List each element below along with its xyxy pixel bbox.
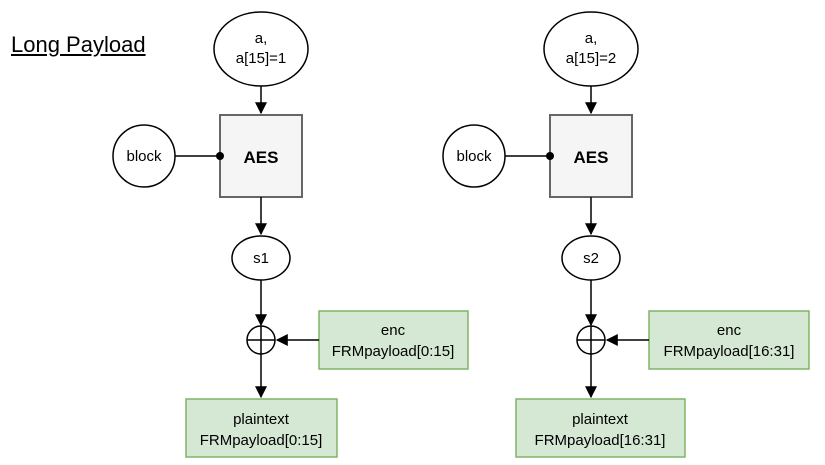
right-input-label-1: a, bbox=[585, 30, 598, 47]
right-enc-label-1: enc bbox=[717, 322, 742, 339]
right-output-label-2: FRMpayload[16:31] bbox=[535, 432, 666, 449]
right-input-label-2: a[15]=2 bbox=[566, 50, 616, 67]
left-enc-box bbox=[318, 310, 469, 370]
left-output-label-2: FRMpayload[0:15] bbox=[200, 432, 323, 449]
left-branch: a, a[15]=1 AES block s1 enc FRMpayload[0… bbox=[112, 11, 469, 458]
right-enc-label-2: FRMpayload[16:31] bbox=[664, 343, 795, 360]
left-aes-label: AES bbox=[244, 148, 279, 167]
left-stream-label: s1 bbox=[253, 250, 269, 267]
right-block-label: block bbox=[456, 148, 492, 165]
left-input-label-1: a, bbox=[255, 30, 268, 47]
right-enc-box bbox=[648, 310, 810, 370]
left-enc-label-1: enc bbox=[381, 322, 406, 339]
left-aes-box bbox=[219, 114, 303, 198]
right-output-label-1: plaintext bbox=[572, 411, 629, 428]
left-input-label-2: a[15]=1 bbox=[236, 50, 286, 67]
right-stream-label: s2 bbox=[583, 250, 599, 267]
right-key-dot bbox=[546, 152, 554, 160]
left-key-dot bbox=[216, 152, 224, 160]
right-input-node bbox=[543, 11, 639, 87]
left-output-box bbox=[185, 398, 338, 458]
right-aes-box bbox=[549, 114, 633, 198]
diagram-title: Long Payload bbox=[11, 32, 146, 57]
right-branch: a, a[15]=2 AES block s2 enc FRMpayload[1… bbox=[442, 11, 810, 458]
right-aes-label: AES bbox=[574, 148, 609, 167]
right-output-box bbox=[515, 398, 686, 458]
left-input-node bbox=[213, 11, 309, 87]
left-output-label-1: plaintext bbox=[233, 411, 290, 428]
left-enc-label-2: FRMpayload[0:15] bbox=[332, 343, 455, 360]
left-block-label: block bbox=[126, 148, 162, 165]
